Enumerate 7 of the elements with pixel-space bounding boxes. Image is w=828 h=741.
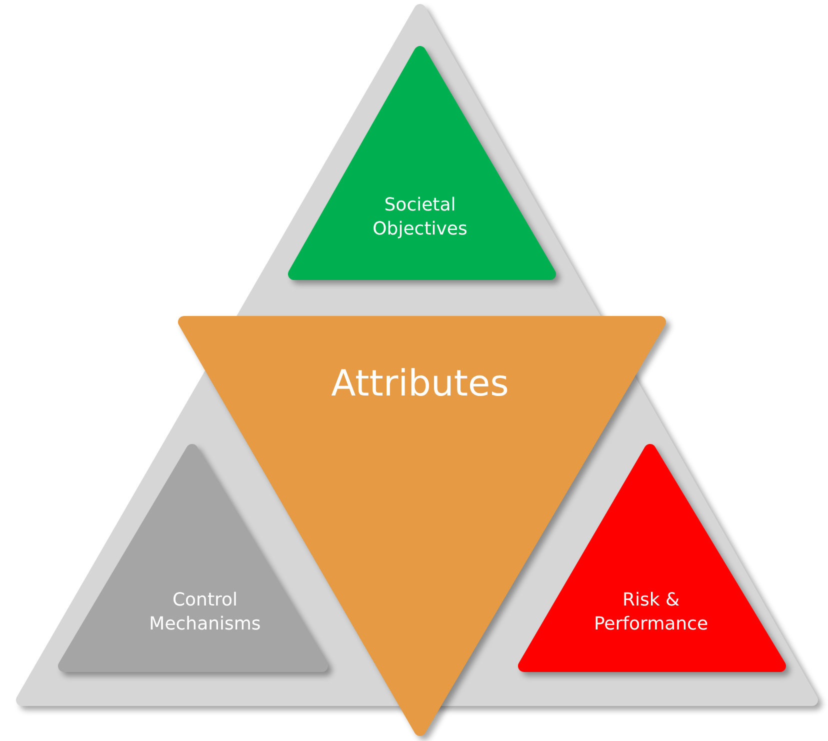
triangle-shape xyxy=(58,444,328,672)
node-label: Societal Objectives xyxy=(372,194,468,242)
node-label: Control Mechanisms xyxy=(148,588,262,637)
heading: Attributes xyxy=(330,362,510,407)
triangle-shape xyxy=(518,444,786,672)
node-label: Risk & Performance xyxy=(592,588,710,637)
triangle-shape xyxy=(288,46,556,280)
